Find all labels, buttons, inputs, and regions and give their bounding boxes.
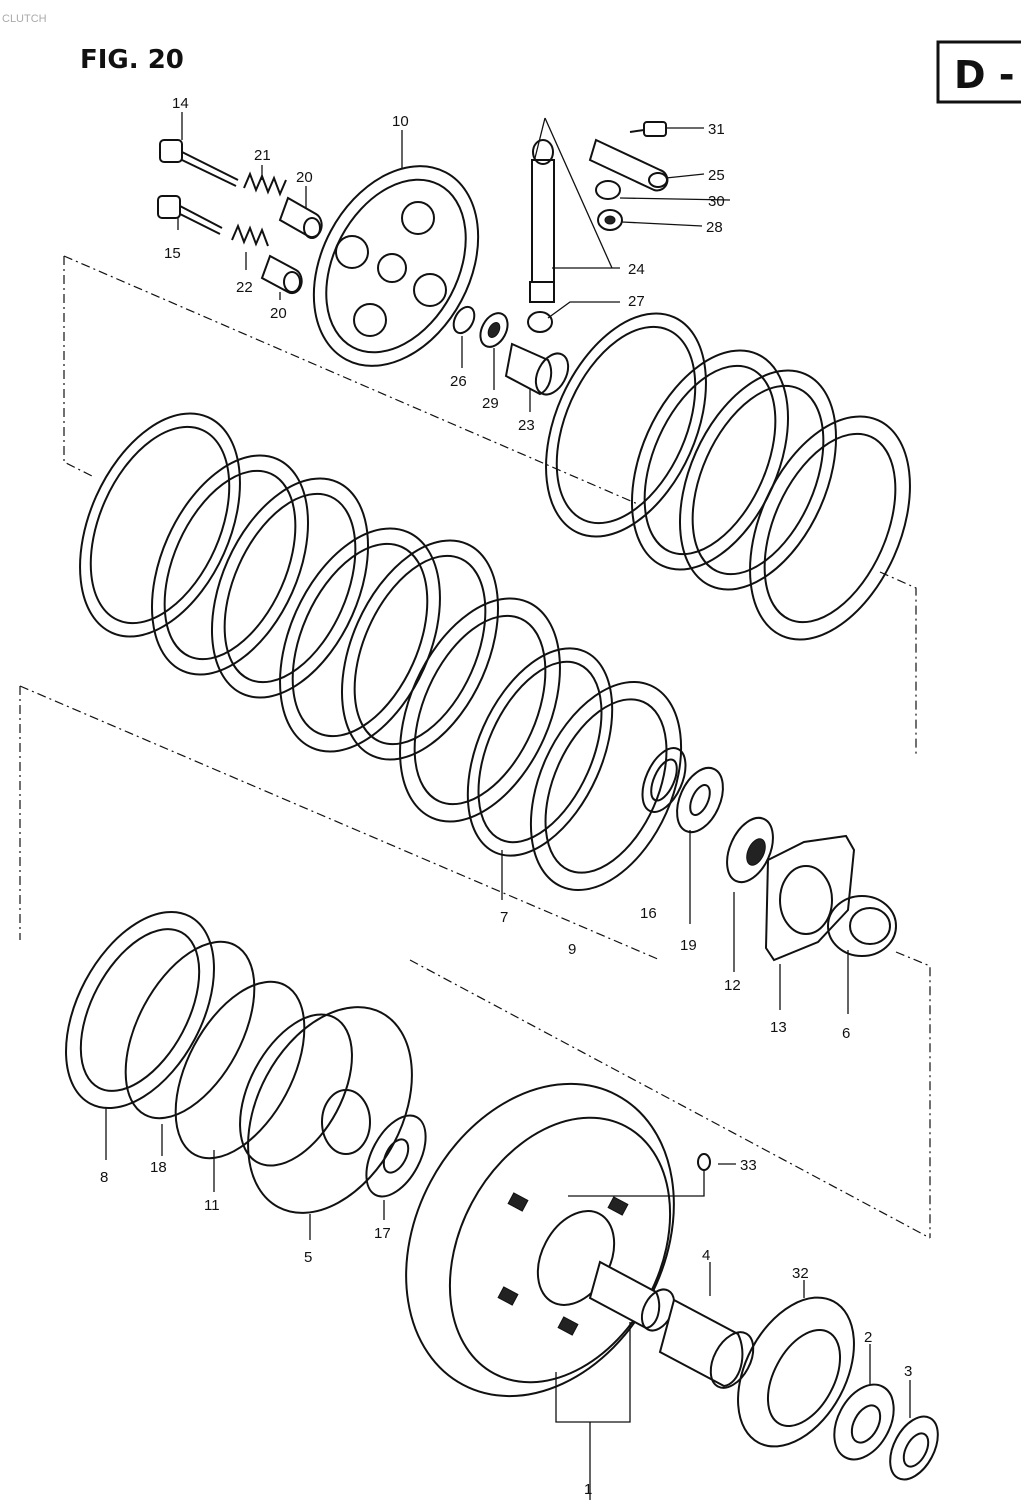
assembly-lines <box>19 117 931 1239</box>
callout-13: 13 <box>770 1019 787 1036</box>
bolt-14 <box>159 139 239 187</box>
spacer-33 <box>697 1153 711 1171</box>
callout-26: 26 <box>450 373 467 390</box>
bolt-15 <box>157 195 223 235</box>
callout-22: 22 <box>236 279 253 296</box>
callout-15: 15 <box>164 245 181 262</box>
callout-33: 33 <box>740 1157 757 1174</box>
callout-2: 2 <box>864 1329 872 1346</box>
callout-32: 32 <box>792 1265 809 1282</box>
callout-1: 1 <box>584 1481 592 1498</box>
needle-bearing-4 <box>658 1298 755 1389</box>
nut-3 <box>889 1415 939 1481</box>
callout-3: 3 <box>904 1363 912 1380</box>
cushion-spring-7 <box>466 647 614 857</box>
section-badge: D - <box>936 40 1021 104</box>
callout-19: 19 <box>680 937 697 954</box>
bolt-31 <box>629 121 667 137</box>
washer-17 <box>365 1114 427 1198</box>
pin-20-upper <box>278 196 323 239</box>
callout-24: 24 <box>628 261 645 278</box>
bearing-29 <box>479 312 509 348</box>
callout-14: 14 <box>172 95 189 112</box>
callout-20-upper: 20 <box>296 169 313 186</box>
callout-30: 30 <box>708 193 725 210</box>
callout-23: 23 <box>518 417 535 434</box>
spring-21 <box>243 171 287 197</box>
washer-19 <box>676 766 724 834</box>
callout-20-lower: 20 <box>270 305 287 322</box>
callout-4: 4 <box>702 1247 710 1264</box>
washer-16 <box>641 747 687 813</box>
housing-13 <box>764 834 856 962</box>
clutch-plate-stack-upper <box>545 312 911 641</box>
svg-text:D -: D - <box>954 53 1015 97</box>
callout-9: 9 <box>568 941 576 958</box>
figure-title: FIG. 20 <box>80 45 184 75</box>
ring-18 <box>124 940 256 1120</box>
cap-6 <box>827 895 897 957</box>
gear-32 <box>737 1296 855 1448</box>
callout-27: 27 <box>628 293 645 310</box>
callout-21: 21 <box>254 147 271 164</box>
callout-11: 11 <box>204 1197 220 1214</box>
release-arm-25 <box>588 138 669 192</box>
callout-8: 8 <box>100 1169 108 1186</box>
callout-17: 17 <box>374 1225 391 1242</box>
spring-22 <box>231 223 269 247</box>
washer-2 <box>833 1383 895 1461</box>
callout-16: 16 <box>640 905 657 922</box>
washer-26 <box>452 305 476 335</box>
gear-12 <box>726 816 774 884</box>
release-shaft-24 <box>529 139 555 303</box>
oil-seal-30 <box>595 180 621 200</box>
clutch-plate-stack-middle <box>79 412 561 823</box>
bearing-28 <box>597 209 623 231</box>
pin-20-lower <box>260 254 303 295</box>
callout-25: 25 <box>708 167 725 184</box>
corner-section-text: CLUTCH <box>2 13 47 25</box>
callout-28: 28 <box>706 219 723 236</box>
callout-6: 6 <box>842 1025 850 1042</box>
callout-10: 10 <box>392 113 409 130</box>
pressure-plate-10 <box>312 165 480 367</box>
spring-ring-8 <box>65 910 215 1110</box>
leader-lines <box>105 112 911 1500</box>
callout-labels: 1 2 3 4 5 6 7 8 9 10 11 12 13 14 15 16 1… <box>100 95 912 1498</box>
callout-12: 12 <box>724 977 741 994</box>
drive-plate-9 <box>529 680 683 892</box>
callout-29: 29 <box>482 395 499 412</box>
ring-11 <box>174 980 306 1160</box>
callout-7: 7 <box>500 909 508 926</box>
release-pin-23 <box>504 342 570 396</box>
callout-18: 18 <box>150 1159 167 1176</box>
callout-31: 31 <box>708 121 725 138</box>
oil-seal-27 <box>527 311 553 333</box>
callout-5: 5 <box>304 1249 312 1266</box>
